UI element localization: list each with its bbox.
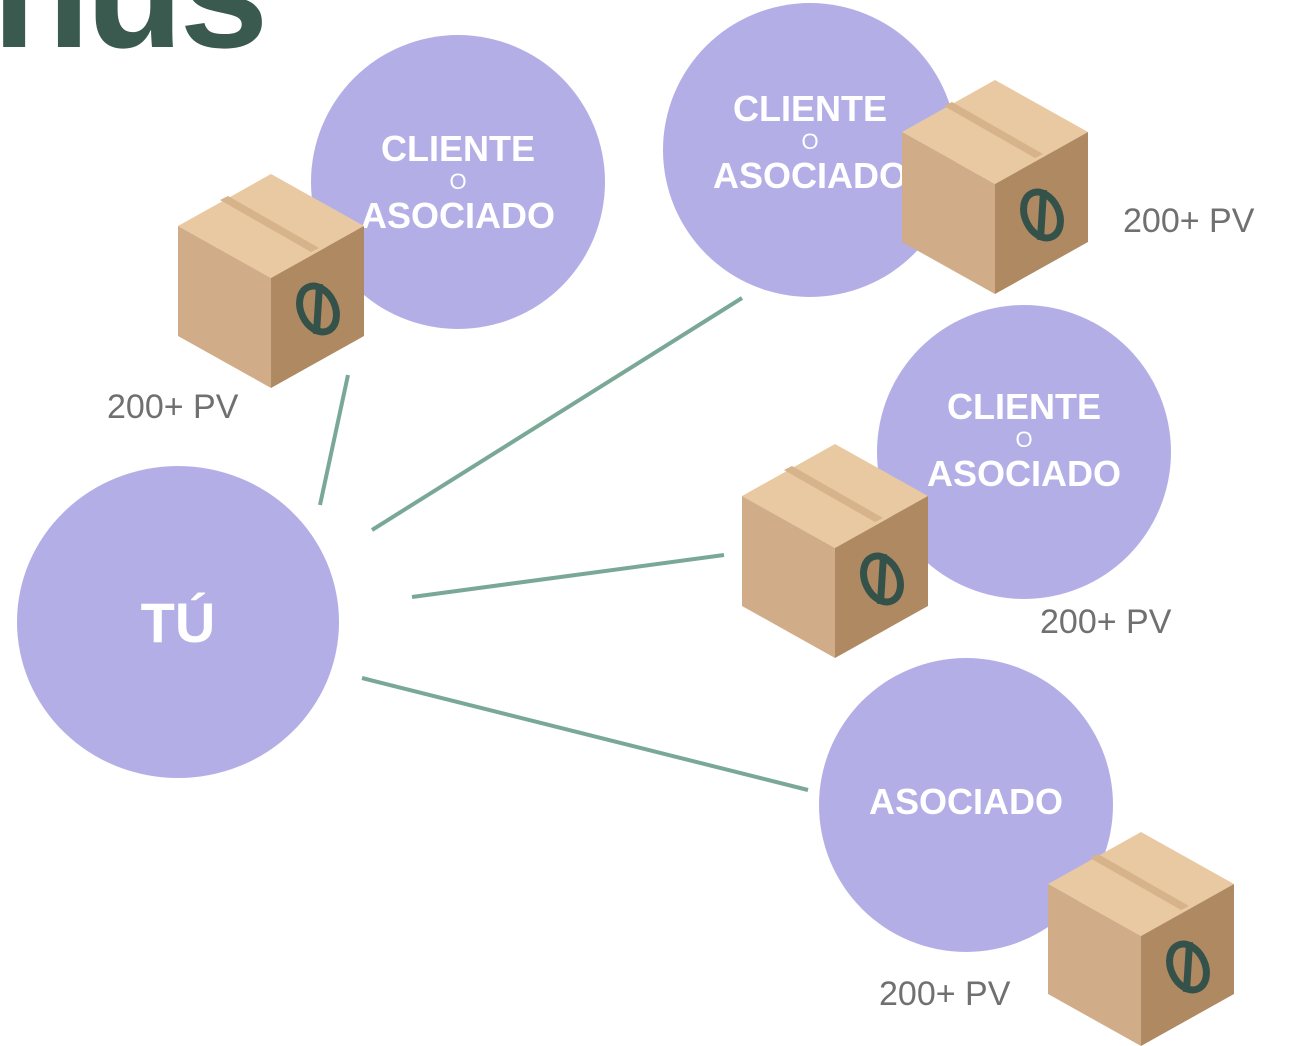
link-3 bbox=[411, 553, 725, 599]
pv-label-4: 200+ PV bbox=[879, 975, 1011, 1013]
package-box-icon bbox=[902, 80, 1088, 294]
pv-label-2: 200+ PV bbox=[1123, 202, 1255, 240]
node-1-connector: O bbox=[449, 169, 467, 194]
node-1-line1: CLIENTE bbox=[380, 128, 535, 169]
pv-label-3: 200+ PV bbox=[1040, 603, 1172, 641]
node-2-connector: O bbox=[801, 129, 819, 154]
you-node: TÚ bbox=[17, 466, 339, 778]
pv-label-1: 200+ PV bbox=[107, 388, 239, 426]
brand-logo-icon bbox=[1020, 188, 1064, 242]
node-3-connector: O bbox=[1015, 427, 1033, 452]
link-2 bbox=[370, 296, 744, 532]
package-box-icon bbox=[1048, 832, 1234, 1046]
node-2-line1: CLIENTE bbox=[732, 88, 887, 129]
node-3-line2: ASOCIADO bbox=[926, 453, 1121, 494]
link-4 bbox=[361, 676, 809, 792]
link-1 bbox=[318, 374, 350, 506]
node-3-line1: CLIENTE bbox=[946, 386, 1101, 427]
brand-logo-icon bbox=[860, 552, 904, 606]
referral-node-3: CLIENTE O ASOCIADO bbox=[877, 305, 1171, 599]
you-label: TÚ bbox=[140, 590, 216, 654]
package-box-icon bbox=[742, 444, 928, 658]
page-heading: nus bbox=[0, 0, 268, 72]
node-1-line2: ASOCIADO bbox=[360, 195, 555, 236]
node-4-line1: ASOCIADO bbox=[868, 780, 1063, 822]
node-2-line2: ASOCIADO bbox=[712, 155, 907, 196]
brand-logo-icon bbox=[1166, 940, 1210, 994]
package-box-icon bbox=[178, 174, 364, 388]
brand-logo-icon bbox=[296, 282, 340, 336]
